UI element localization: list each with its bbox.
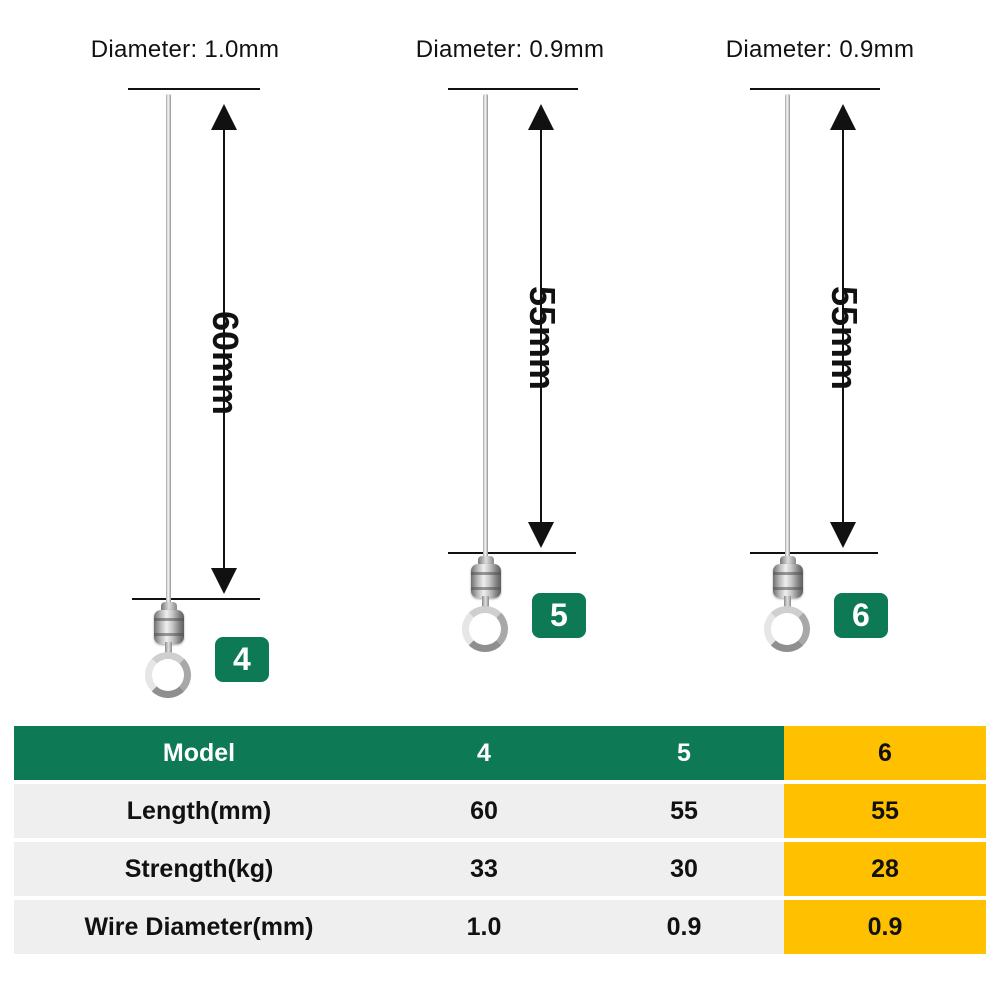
diameter-label: Diameter: 0.9mm bbox=[725, 36, 915, 63]
table-cell: 33 bbox=[384, 842, 584, 896]
row-label: Length(mm) bbox=[14, 784, 384, 838]
spec-table: Model 4 5 6 Length(mm) 60 55 55 Strength… bbox=[14, 722, 986, 958]
table-cell: 60 bbox=[384, 784, 584, 838]
table-cell: 30 bbox=[584, 842, 784, 896]
product-panel-model-5: Diameter: 0.9mm 55mm 5 bbox=[355, 0, 665, 710]
swivel-ring bbox=[764, 606, 810, 652]
row-label: Wire Diameter(mm) bbox=[14, 900, 384, 954]
swivel-barrel bbox=[773, 564, 803, 598]
table-row: Wire Diameter(mm) 1.0 0.9 0.9 bbox=[14, 900, 986, 954]
swivel-ring bbox=[462, 606, 508, 652]
ring-neck bbox=[482, 596, 489, 610]
top-measure-tick bbox=[128, 88, 260, 90]
table-cell: 55 bbox=[584, 784, 784, 838]
dimension-arrow-line bbox=[540, 110, 542, 542]
dimension-arrow-line bbox=[223, 110, 225, 588]
swivel-ring bbox=[145, 652, 191, 698]
table-cell: 4 bbox=[384, 726, 584, 780]
table-cell: 1.0 bbox=[384, 900, 584, 954]
model-badge: 4 bbox=[215, 637, 269, 682]
table-cell-highlighted: 55 bbox=[784, 784, 986, 838]
row-label: Model bbox=[14, 726, 384, 780]
product-panel-model-6: Diameter: 0.9mm 55mm 6 bbox=[660, 0, 980, 710]
bottom-measure-tick bbox=[448, 552, 576, 554]
table-cell: 0.9 bbox=[584, 900, 784, 954]
table-cell-highlighted: 6 bbox=[784, 726, 986, 780]
model-badge: 5 bbox=[532, 593, 586, 638]
product-panel-model-4: Diameter: 1.0mm 60mm 4 bbox=[20, 0, 350, 710]
table-row: Length(mm) 60 55 55 bbox=[14, 784, 986, 838]
length-label: 55mm bbox=[522, 286, 563, 391]
bottom-measure-tick bbox=[132, 598, 260, 600]
wire-shaft bbox=[785, 94, 790, 572]
swivel-barrel bbox=[154, 610, 184, 644]
table-cell-highlighted: 0.9 bbox=[784, 900, 986, 954]
arrow-head-up-icon bbox=[830, 104, 856, 130]
wire-shaft bbox=[166, 94, 171, 634]
ring-neck bbox=[784, 596, 791, 610]
dimension-arrow-line bbox=[842, 110, 844, 542]
diameter-label: Diameter: 1.0mm bbox=[90, 36, 280, 63]
top-measure-tick bbox=[448, 88, 578, 90]
table-row: Strength(kg) 33 30 28 bbox=[14, 842, 986, 896]
arrow-head-down-icon bbox=[211, 568, 237, 594]
swivel-cap bbox=[478, 556, 494, 565]
model-badge: 6 bbox=[834, 593, 888, 638]
product-diagram: Diameter: 1.0mm 60mm 4 Diameter: 0.9mm 5… bbox=[20, 0, 980, 710]
diameter-label: Diameter: 0.9mm bbox=[415, 36, 605, 63]
length-label: 55mm bbox=[824, 286, 865, 391]
arrow-head-up-icon bbox=[528, 104, 554, 130]
table-cell: 5 bbox=[584, 726, 784, 780]
ring-neck bbox=[165, 642, 172, 656]
arrow-head-down-icon bbox=[528, 522, 554, 548]
table-row: Model 4 5 6 bbox=[14, 726, 986, 780]
top-measure-tick bbox=[750, 88, 880, 90]
swivel-barrel bbox=[471, 564, 501, 598]
arrow-head-up-icon bbox=[211, 104, 237, 130]
table-cell-highlighted: 28 bbox=[784, 842, 986, 896]
swivel-cap bbox=[161, 602, 177, 611]
wire-shaft bbox=[483, 94, 488, 572]
row-label: Strength(kg) bbox=[14, 842, 384, 896]
arrow-head-down-icon bbox=[830, 522, 856, 548]
length-label: 60mm bbox=[205, 311, 246, 416]
bottom-measure-tick bbox=[750, 552, 878, 554]
swivel-cap bbox=[780, 556, 796, 565]
